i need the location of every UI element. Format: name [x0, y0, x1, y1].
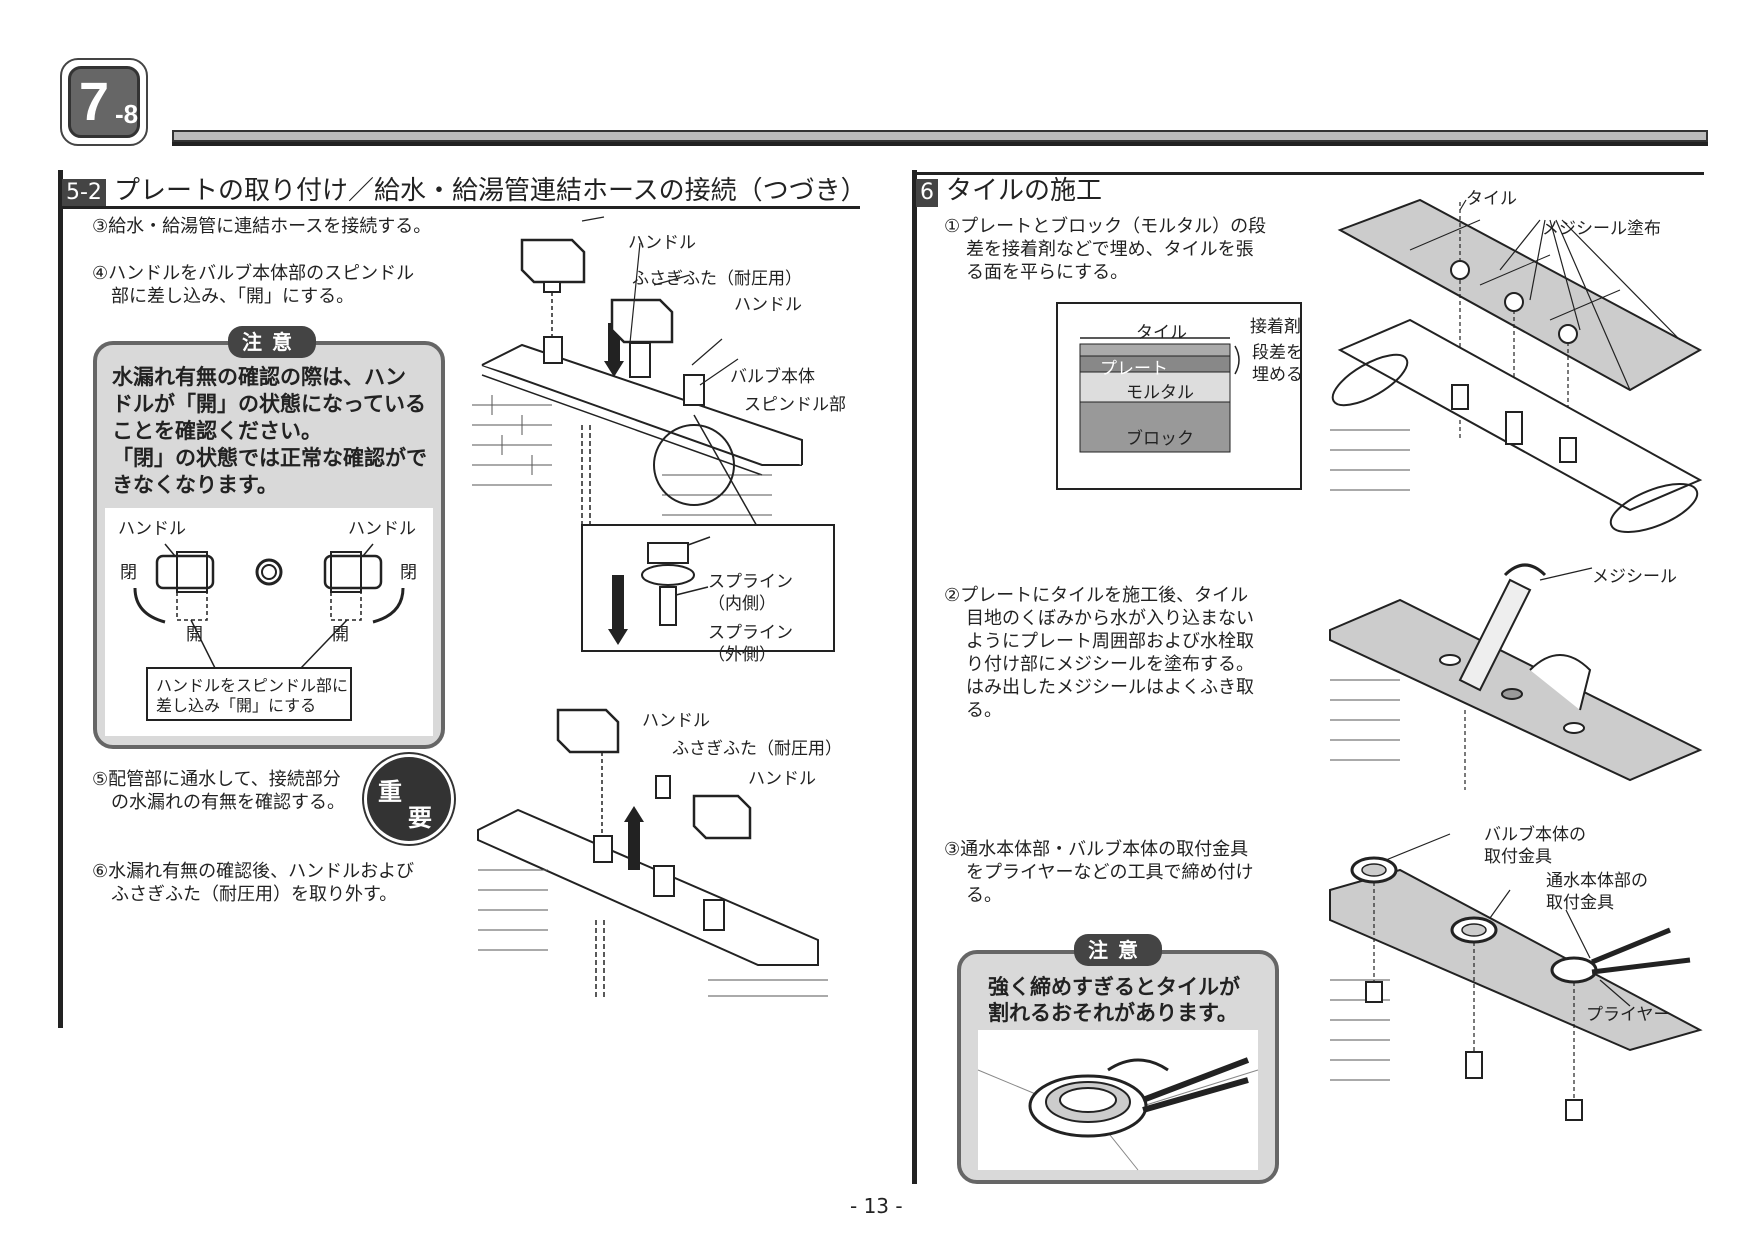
- fig4-sealant-label: メジシール: [1592, 567, 1677, 587]
- adhesive-label: 接着剤: [1250, 317, 1301, 337]
- handle-right-label: ハンドル: [348, 519, 416, 539]
- chapter-badge: 7 -8: [60, 58, 148, 146]
- layer-block-label: ブロック: [1126, 429, 1194, 449]
- right-step1-line1: ①プレートとブロック（モルタル）の段: [944, 216, 1267, 237]
- header-rule: [172, 130, 1708, 142]
- caution-left-line3: ことを確認ください。: [112, 419, 322, 443]
- fill-gap-line1: 段差を: [1252, 343, 1303, 363]
- fig3-sealant-label: メジシール塗布: [1542, 219, 1661, 239]
- right-step2-line5: はみ出したメジシールはよくふき取: [966, 677, 1254, 698]
- right-step2-line4: り付け部にメジシールを塗布する。: [966, 654, 1254, 675]
- important-char2: 要: [408, 804, 432, 832]
- right-step3-line3: る。: [966, 885, 1002, 906]
- caution-left-line1: 水漏れ有無の確認の際は、ハン: [112, 365, 406, 389]
- fig1-handle1-label: ハンドル: [628, 233, 696, 253]
- step-6-line2: ふさぎふた（耐圧用）を取り外す。: [111, 884, 398, 905]
- fig5-plier-label: プライヤー: [1586, 1005, 1671, 1025]
- right-section-title: タイルの施工: [946, 176, 1103, 206]
- right-section-border: [912, 170, 917, 1184]
- layer-plate-label: プレート: [1100, 359, 1168, 379]
- right-step2-line2: 目地のくぼみから水が入り込まない: [966, 608, 1254, 629]
- open-right-label: 開: [332, 625, 349, 645]
- fig1-handle2-label: ハンドル: [734, 295, 802, 315]
- fig5-water-line1: 通水本体部の: [1546, 871, 1648, 891]
- closed-left-label: 閉: [120, 563, 137, 583]
- layer-mortar-label: モルタル: [1126, 383, 1194, 403]
- page-number: - 13 -: [850, 1194, 903, 1218]
- important-char1: 重: [378, 778, 402, 806]
- left-section-border: [58, 170, 63, 1028]
- important-badge: [364, 754, 454, 844]
- fill-gap-line2: 埋める: [1252, 365, 1303, 385]
- chapter-sub-number: -8: [115, 99, 139, 129]
- right-step1-line3: る面を平らにする。: [966, 262, 1129, 283]
- caution-right-line2: 割れるおそれがあります。: [988, 1001, 1238, 1025]
- left-section-number: 5-2: [62, 179, 106, 207]
- fig2-cap-label: ふさぎふた（耐圧用）: [672, 739, 842, 759]
- step-5-line1: ⑤配管部に通水して、接続部分: [92, 769, 341, 790]
- closed-right-label: 閉: [400, 563, 417, 583]
- insert-note-line1: ハンドルをスピンドル部に: [156, 676, 349, 695]
- caution-left-line4: 「閉」の状態では正常な確認がで: [112, 446, 427, 470]
- step-6-line1: ⑥水漏れ有無の確認後、ハンドルおよび: [92, 861, 415, 882]
- fig1-spline-out-line1: スプライン: [708, 623, 793, 643]
- caution-label-left: 注意: [228, 326, 316, 358]
- right-step2-line3: ようにプレート周囲部および水栓取: [966, 631, 1254, 652]
- fig1-spline-out-line2: （外側）: [708, 645, 776, 665]
- right-step2-line6: る。: [966, 700, 1002, 721]
- layer-diagram-graphic: [1079, 337, 1240, 453]
- sealant-gun-figure: [1329, 563, 1703, 790]
- handle-open-diagram: [133, 543, 405, 721]
- right-section-heading: 6 タイルの施工: [916, 170, 1102, 207]
- right-section-rule: [912, 172, 1704, 175]
- right-step3-line2: をプライヤーなどの工具で締め付け: [966, 862, 1254, 883]
- right-step3-line1: ③通水本体部・バルブ本体の取付金具: [944, 839, 1249, 860]
- fig5-valve-line1: バルブ本体の: [1484, 825, 1586, 845]
- caution-left-line2: ドルが「開」の状態になっている: [112, 392, 426, 416]
- tile-sealant-figure: [1330, 198, 1703, 533]
- left-section-title: プレートの取り付け／給水・給湯管連結ホースの接続（つづき）: [113, 176, 867, 206]
- step-3-text: ③給水・給湯管に連結ホースを接続する。: [92, 216, 432, 237]
- right-step1-line2: 差を接着剤などで埋め、タイルを張: [966, 239, 1254, 260]
- caution-left-line5: きなくなります。: [112, 473, 278, 497]
- right-step2-line1: ②プレートにタイルを施工後、タイル: [944, 585, 1249, 606]
- fig2-handle1-label: ハンドル: [642, 711, 710, 731]
- handle-installation-figure: [472, 216, 835, 652]
- caution-label-right: 注意: [1074, 934, 1162, 966]
- fig1-spline-in-line1: スプライン: [708, 572, 793, 592]
- step-5-line2: の水漏れの有無を確認する。: [111, 792, 345, 813]
- chapter-number: 7: [79, 72, 110, 132]
- fig3-tile-label: タイル: [1466, 189, 1517, 209]
- fig5-valve-line2: 取付金具: [1484, 847, 1552, 867]
- left-section-rule: [58, 206, 860, 209]
- step-4-line2: 部に差し込み、「開」にする。: [111, 286, 355, 307]
- right-section-number: 6: [916, 179, 938, 207]
- handle-left-label: ハンドル: [118, 519, 186, 539]
- fig2-handle2-label: ハンドル: [748, 769, 816, 789]
- caution-right-line1: 強く締めすぎるとタイルが: [988, 975, 1240, 999]
- fig1-spline-in-line2: （内側）: [708, 594, 776, 614]
- insert-note-line2: 差し込み「開」にする: [156, 696, 317, 715]
- header-rule-shadow: [172, 142, 1708, 146]
- step-4-line1: ④ハンドルをバルブ本体部のスピンドル: [92, 263, 415, 284]
- open-left-label: 開: [186, 625, 203, 645]
- fitting-tightening-figure: [1329, 833, 1703, 1121]
- layer-tile-label: タイル: [1136, 323, 1187, 343]
- fig1-valve-label: バルブ本体: [730, 367, 815, 387]
- cap-removal-figure: [477, 708, 828, 1000]
- fig5-water-line2: 取付金具: [1546, 893, 1614, 913]
- plier-caution-illustration: [977, 1057, 1259, 1171]
- fig1-cap-label: ふさぎふた（耐圧用）: [632, 269, 802, 289]
- fig1-spindle-label: スピンドル部: [744, 395, 846, 415]
